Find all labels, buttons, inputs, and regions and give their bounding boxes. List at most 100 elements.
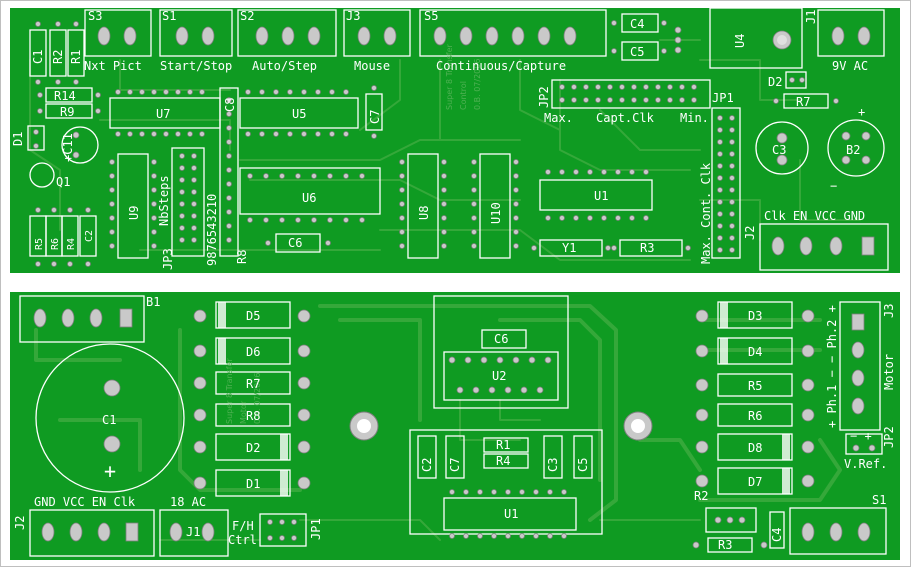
label-R7: R7 [796, 95, 810, 109]
jp2-pins [559, 84, 697, 103]
label-R4: R4 [496, 454, 510, 468]
bottom-right-parts [692, 301, 887, 555]
label-JP3: JP3 [161, 248, 175, 270]
label-nbsteps: NbSteps [157, 175, 171, 226]
label-D2: D2 [246, 441, 260, 455]
label-max-cont-clk: Max. Cont. Clk [699, 162, 713, 264]
label-J3: J3 [882, 304, 896, 318]
label-vref: V.Ref. [844, 457, 887, 471]
top-ghost-3: 0.B. 07/2006 [473, 59, 482, 110]
label-U10: U10 [489, 202, 503, 224]
label-JP2: JP2 [537, 86, 551, 108]
label-C4: C4 [770, 528, 784, 542]
label-B2: B2 [846, 143, 860, 157]
label-U5: U5 [292, 107, 306, 121]
label-S1: S1 [162, 9, 176, 23]
label-R3: R3 [640, 241, 654, 255]
label-D3: D3 [748, 309, 762, 323]
bottom-pcb: Super 8 Transfer Motor 0.B. 07/2006 B1 C… [10, 292, 900, 560]
label-mouse: Mouse [354, 59, 390, 73]
label-C4: C4 [630, 17, 644, 31]
label-R8: R8 [235, 250, 249, 264]
top-ics [27, 20, 839, 267]
label-R1: R1 [69, 50, 83, 64]
label-18-ac: 18 AC [170, 495, 206, 509]
label-R5: R5 [748, 379, 762, 393]
label-jp2-pm: − + [850, 429, 872, 443]
label-C6: C6 [494, 332, 508, 346]
label-J2: J2 [743, 226, 757, 240]
label-C8: C8 [223, 98, 237, 112]
label-ctrl: Ctrl [228, 533, 257, 547]
label-b2-plus: + [858, 105, 865, 119]
label-U6: U6 [302, 191, 316, 205]
label-U1: U1 [594, 189, 608, 203]
label-R14: R14 [54, 89, 76, 103]
label-j2-header: Clk EN VCC GND [764, 209, 865, 223]
label-D4: D4 [748, 345, 762, 359]
label-9v-ac: 9V AC [832, 59, 868, 73]
label-max: Max. [544, 111, 573, 125]
label-C7: C7 [448, 458, 462, 472]
label-D6: D6 [246, 345, 260, 359]
label-continuous-capture: Continuous/Capture [436, 59, 566, 73]
label-nxt-pict: Nxt Pict [84, 59, 142, 73]
label-R2: R2 [51, 50, 65, 64]
label-C5: C5 [630, 45, 644, 59]
label-R1: R1 [496, 438, 510, 452]
label-min: Min. [680, 111, 709, 125]
label-S2: S2 [240, 9, 254, 23]
bottom-left-parts [193, 301, 311, 497]
top-ghost-2: Control [459, 81, 468, 110]
label-U9: U9 [127, 206, 141, 220]
label-fh: F/H [232, 519, 254, 533]
label-phases: + Ph.1 − − Ph.2 + [825, 305, 839, 428]
bottom-ghost-3: 0.B. 07/2006 [253, 373, 262, 424]
label-JP1: JP1 [309, 518, 323, 540]
label-R4: R4 [66, 238, 77, 250]
label-B1: B1 [146, 295, 160, 309]
label-R3: R3 [718, 538, 732, 552]
label-R9: R9 [60, 105, 74, 119]
label-R5: R5 [34, 238, 45, 250]
label-start-stop: Start/Stop [160, 59, 232, 73]
label-U8: U8 [417, 206, 431, 220]
label-R8: R8 [246, 409, 260, 423]
bottom-ghost-1: Super 8 Transfer [225, 358, 234, 424]
label-C5: C5 [576, 458, 590, 472]
label-D1: D1 [11, 132, 25, 146]
label-c1-plus: + [104, 459, 116, 483]
bottom-traces [34, 304, 842, 541]
label-auto-step: Auto/Step [252, 59, 317, 73]
label-J3: J3 [346, 9, 360, 23]
label-S1: S1 [872, 493, 886, 507]
top-connectors [84, 7, 889, 271]
label-C1: C1 [31, 50, 45, 64]
label-C7: C7 [368, 110, 382, 124]
jp1-pins [717, 115, 735, 253]
label-R7: R7 [246, 377, 260, 391]
label-R2: R2 [694, 489, 708, 503]
label-D1: D1 [246, 477, 260, 491]
label-b2-minus: − [830, 179, 837, 193]
label-C6: C6 [288, 236, 302, 250]
label-J2: J2 [13, 516, 27, 530]
label-C2: C2 [84, 230, 95, 242]
label-J1: J1 [186, 525, 200, 539]
label-D2: D2 [768, 75, 782, 89]
label-D8: D8 [748, 441, 762, 455]
bottom-ghost-2: Motor [239, 400, 248, 424]
label-Y1: Y1 [562, 241, 576, 255]
label-Q1: Q1 [56, 175, 70, 189]
label-D7: D7 [748, 475, 762, 489]
label-U2: U2 [492, 369, 506, 383]
label-D5: D5 [246, 309, 260, 323]
top-silkscreen-labels: S3 S1 S2 J3 S5 C4 C5 U4 J1 Nxt Pict Star… [11, 9, 868, 270]
label-S3: S3 [88, 9, 102, 23]
label-R6: R6 [748, 409, 762, 423]
label-U1: U1 [504, 507, 518, 521]
label-C3: C3 [772, 143, 786, 157]
label-S5: S5 [424, 9, 438, 23]
label-R6: R6 [50, 238, 61, 250]
